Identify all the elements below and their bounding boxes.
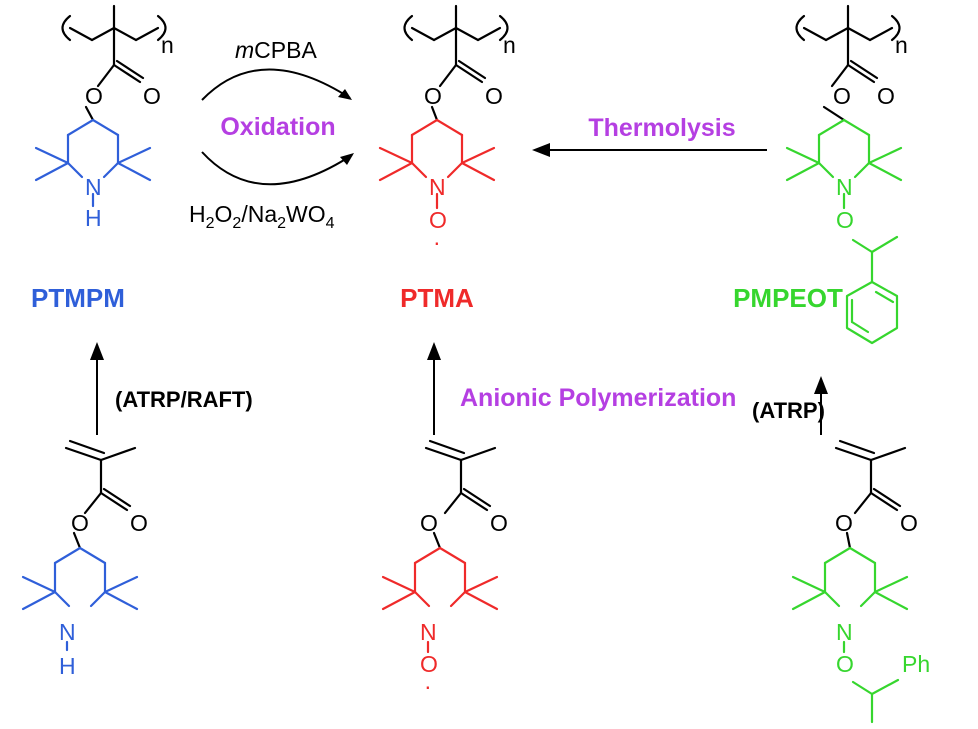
mpeot-nitrogen-label: N bbox=[836, 619, 853, 645]
tmpm-nitrogen-label: N bbox=[59, 619, 76, 645]
atrp-arrow bbox=[814, 376, 828, 435]
ptmpm-oxygen-label: O bbox=[85, 83, 103, 109]
pmpeot-ether-oxygen-label: O bbox=[836, 207, 854, 233]
ptmpm-repeat-n-label: n bbox=[161, 32, 174, 58]
tmpm-oxygen-label: O bbox=[71, 510, 89, 536]
mpeot-oxygen-label: O bbox=[835, 510, 853, 536]
tmpm-monomer-structure: O O N H bbox=[21, 439, 148, 679]
ptmpm-name-label: PTMPM bbox=[31, 283, 125, 313]
ptmpm-polymer-structure: O O N H n bbox=[34, 4, 174, 231]
pmpeot-carbonyl-oxygen-label: O bbox=[877, 83, 895, 109]
mpeot-phenyl-label: Ph bbox=[902, 651, 930, 677]
ptma-nitroxide-oxygen-label: O bbox=[429, 207, 447, 233]
tma-radical-dot: · bbox=[424, 673, 432, 699]
oxidation-label: Oxidation bbox=[220, 113, 335, 141]
tma-nitrogen-label: N bbox=[420, 619, 437, 645]
ptma-radical-dot: · bbox=[433, 229, 441, 255]
tma-oxygen-label: O bbox=[420, 510, 438, 536]
ptma-name-label: PTMA bbox=[400, 283, 474, 313]
tmpm-carbonyl-oxygen-label: O bbox=[130, 510, 148, 536]
pmpeot-repeat-n-label: n bbox=[895, 32, 908, 58]
ptmpm-nitrogen-label: N bbox=[85, 174, 102, 200]
pmpeot-name-label: PMPEOT bbox=[733, 283, 843, 313]
tmpm-hydrogen-label: H bbox=[59, 653, 76, 679]
oxidation-arrows bbox=[201, 68, 354, 186]
tma-nitroxide-oxygen-label: O bbox=[420, 651, 438, 677]
mcpba-label: mCPBA bbox=[235, 37, 317, 63]
atrp-label: (ATRP) bbox=[752, 398, 825, 423]
anionic-polymerization-arrow bbox=[427, 342, 441, 435]
atrp-raft-label: (ATRP/RAFT) bbox=[115, 387, 253, 412]
tma-monomer-structure: O O N O · bbox=[381, 439, 508, 699]
ptma-carbonyl-oxygen-label: O bbox=[485, 83, 503, 109]
atrp-raft-arrow bbox=[90, 342, 104, 435]
ptma-nitrogen-label: N bbox=[429, 174, 446, 200]
thermolysis-arrow bbox=[532, 143, 767, 157]
pmpeot-nitrogen-label: N bbox=[836, 174, 853, 200]
tma-carbonyl-oxygen-label: O bbox=[490, 510, 508, 536]
ptmpm-hydrogen-label: H bbox=[85, 205, 102, 231]
ptma-oxygen-label: O bbox=[424, 83, 442, 109]
pmpeot-polymer-structure: O O N O n bbox=[785, 4, 908, 345]
mpeot-monomer-structure: O O N O Ph bbox=[791, 439, 930, 724]
mpeot-ether-oxygen-label: O bbox=[836, 651, 854, 677]
mpeot-carbonyl-oxygen-label: O bbox=[900, 510, 918, 536]
ptma-polymer-structure: O O N O · n bbox=[378, 4, 516, 255]
h2o2-na2wo4-label: H2O2/Na2WO4 bbox=[189, 201, 335, 232]
anionic-polymerization-label: Anionic Polymerization bbox=[460, 384, 736, 412]
ptma-repeat-n-label: n bbox=[503, 32, 516, 58]
pmpeot-oxygen-label: O bbox=[833, 83, 851, 109]
ptmpm-carbonyl-oxygen-label: O bbox=[143, 83, 161, 109]
thermolysis-label: Thermolysis bbox=[588, 114, 735, 142]
